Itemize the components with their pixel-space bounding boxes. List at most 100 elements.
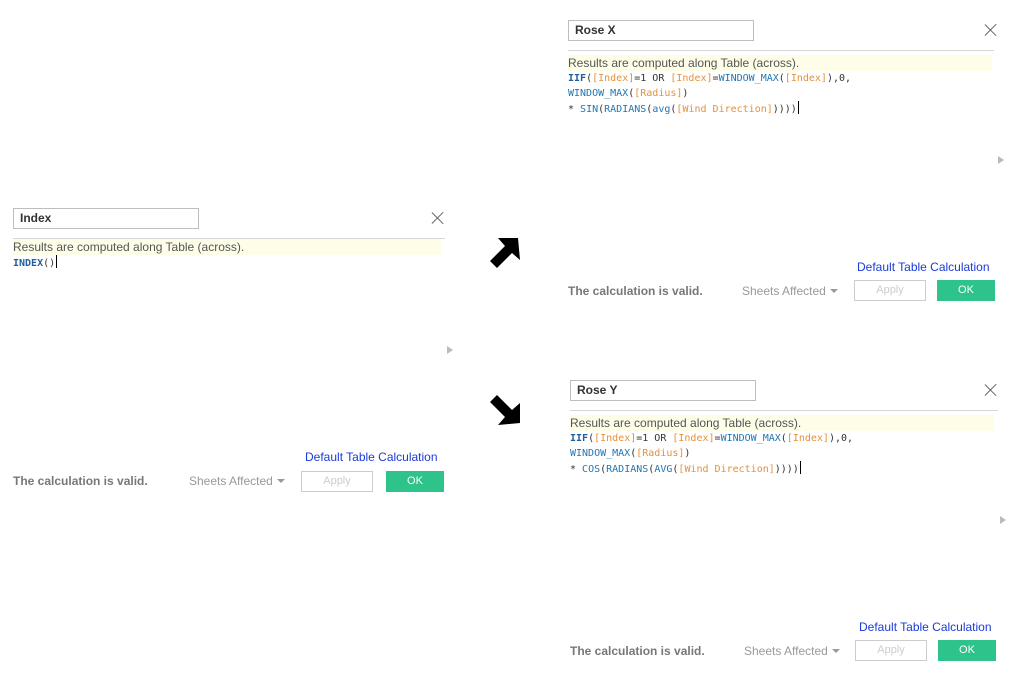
apply-button[interactable]: Apply: [855, 640, 927, 661]
function-token: SIN: [580, 104, 599, 115]
arrow-up-right-icon: [490, 238, 520, 268]
field-token: [Radius]: [636, 448, 685, 459]
rose-y-calc-dialog: Rose Y Results are computed along Table …: [570, 380, 1010, 661]
divider: [13, 238, 445, 239]
code-token: =: [714, 433, 721, 444]
code-token: ): [682, 88, 689, 99]
code-token: (: [778, 73, 785, 84]
formula-line[interactable]: * SIN(RADIANS(avg([Wind Direction])))): [568, 101, 992, 117]
code-token: (: [598, 104, 605, 115]
text-caret: [799, 461, 801, 474]
code-token: (: [630, 448, 637, 459]
code-token: *: [570, 464, 583, 475]
formula-line[interactable]: IIF([Index]=1 OR [Index]=WINDOW_MAX([Ind…: [570, 431, 994, 446]
code-token: ),0,: [826, 73, 852, 84]
close-icon[interactable]: [983, 382, 999, 398]
expand-icon[interactable]: [998, 156, 1004, 164]
code-token: =: [712, 73, 719, 84]
code-token: (: [648, 464, 655, 475]
formula-editor[interactable]: Results are computed along Table (across…: [570, 415, 994, 477]
ok-button[interactable]: OK: [386, 471, 444, 492]
code-token: =1 OR: [636, 433, 673, 444]
function-token: AVG: [654, 464, 673, 475]
default-table-calc-link[interactable]: Default Table Calculation: [305, 450, 438, 464]
field-token: [Wind Direction]: [676, 104, 773, 115]
function-token: RADIANS: [604, 104, 647, 115]
function-token: IIF: [568, 73, 587, 84]
code-token: (: [628, 88, 635, 99]
computed-along-info: Results are computed along Table (across…: [568, 55, 992, 71]
validity-status: The calculation is valid.: [13, 474, 148, 488]
close-icon[interactable]: [430, 210, 446, 226]
computed-along-info: Results are computed along Table (across…: [570, 415, 994, 431]
function-token: RADIANS: [606, 464, 649, 475]
text-caret: [797, 101, 799, 114]
sheets-affected-label: Sheets Affected: [742, 284, 826, 298]
sheets-affected-label: Sheets Affected: [189, 474, 273, 488]
code-token: ),0,: [828, 433, 854, 444]
field-token: [Index]: [786, 433, 829, 444]
index-calc-dialog: Index Results are computed along Table (…: [13, 208, 453, 492]
code-token: )))): [774, 464, 799, 475]
calc-name-field[interactable]: Rose Y: [570, 380, 756, 401]
code-token: (: [646, 104, 653, 115]
field-token: [Wind Direction]: [678, 464, 775, 475]
formula-line[interactable]: * COS(RADIANS(AVG([Wind Direction])))): [570, 461, 994, 477]
formula-line[interactable]: IIF([Index]=1 OR [Index]=WINDOW_MAX([Ind…: [568, 71, 992, 86]
code-token: (: [672, 464, 679, 475]
chevron-down-icon: [831, 649, 840, 653]
ok-button[interactable]: OK: [938, 640, 996, 661]
chevron-down-icon: [276, 479, 285, 483]
default-table-calc-link[interactable]: Default Table Calculation: [857, 260, 990, 274]
code-token: ): [684, 448, 691, 459]
code-token: (: [586, 73, 593, 84]
field-token: [Index]: [594, 433, 637, 444]
code-token: (): [43, 258, 56, 269]
function-token: WINDOW_MAX: [568, 88, 629, 99]
validity-status: The calculation is valid.: [568, 284, 703, 298]
ok-button[interactable]: OK: [937, 280, 995, 301]
sheets-affected-dropdown[interactable]: Sheets Affected: [744, 644, 840, 658]
code-token: *: [568, 104, 581, 115]
code-token: )))): [772, 104, 797, 115]
divider: [570, 410, 998, 411]
code-token: (: [780, 433, 787, 444]
divider: [568, 50, 994, 51]
field-token: [Index]: [672, 433, 715, 444]
calc-name-field[interactable]: Index: [13, 208, 199, 229]
function-token: COS: [582, 464, 601, 475]
calc-name-field[interactable]: Rose X: [568, 20, 754, 41]
formula-line[interactable]: INDEX(): [13, 255, 441, 271]
code-token: (: [670, 104, 677, 115]
apply-button[interactable]: Apply: [854, 280, 926, 301]
default-table-calc-link[interactable]: Default Table Calculation: [859, 620, 992, 634]
field-token: [Index]: [670, 73, 713, 84]
function-token: WINDOW_MAX: [718, 73, 779, 84]
arrow-down-right-icon: [490, 395, 520, 425]
formula-editor[interactable]: Results are computed along Table (across…: [568, 55, 992, 117]
formula-line[interactable]: WINDOW_MAX([Radius]): [570, 446, 994, 461]
code-token: =1 OR: [634, 73, 671, 84]
field-token: [Radius]: [634, 88, 683, 99]
computed-along-info: Results are computed along Table (across…: [13, 239, 441, 255]
function-token: IIF: [570, 433, 589, 444]
sheets-affected-dropdown[interactable]: Sheets Affected: [189, 474, 285, 488]
sheets-affected-label: Sheets Affected: [744, 644, 828, 658]
code-token: (: [588, 433, 595, 444]
function-token: avg: [652, 104, 671, 115]
apply-button[interactable]: Apply: [301, 471, 373, 492]
field-token: [Index]: [784, 73, 827, 84]
function-token: INDEX: [13, 258, 44, 269]
text-caret: [56, 255, 58, 268]
expand-icon[interactable]: [447, 346, 453, 354]
chevron-down-icon: [829, 289, 838, 293]
close-icon[interactable]: [983, 22, 999, 38]
validity-status: The calculation is valid.: [570, 644, 705, 658]
code-token: (: [600, 464, 607, 475]
formula-editor[interactable]: Results are computed along Table (across…: [13, 239, 441, 271]
sheets-affected-dropdown[interactable]: Sheets Affected: [742, 284, 838, 298]
field-token: [Index]: [592, 73, 635, 84]
expand-icon[interactable]: [1000, 516, 1006, 524]
rose-x-calc-dialog: Rose X Results are computed along Table …: [568, 20, 1008, 301]
formula-line[interactable]: WINDOW_MAX([Radius]): [568, 86, 992, 101]
